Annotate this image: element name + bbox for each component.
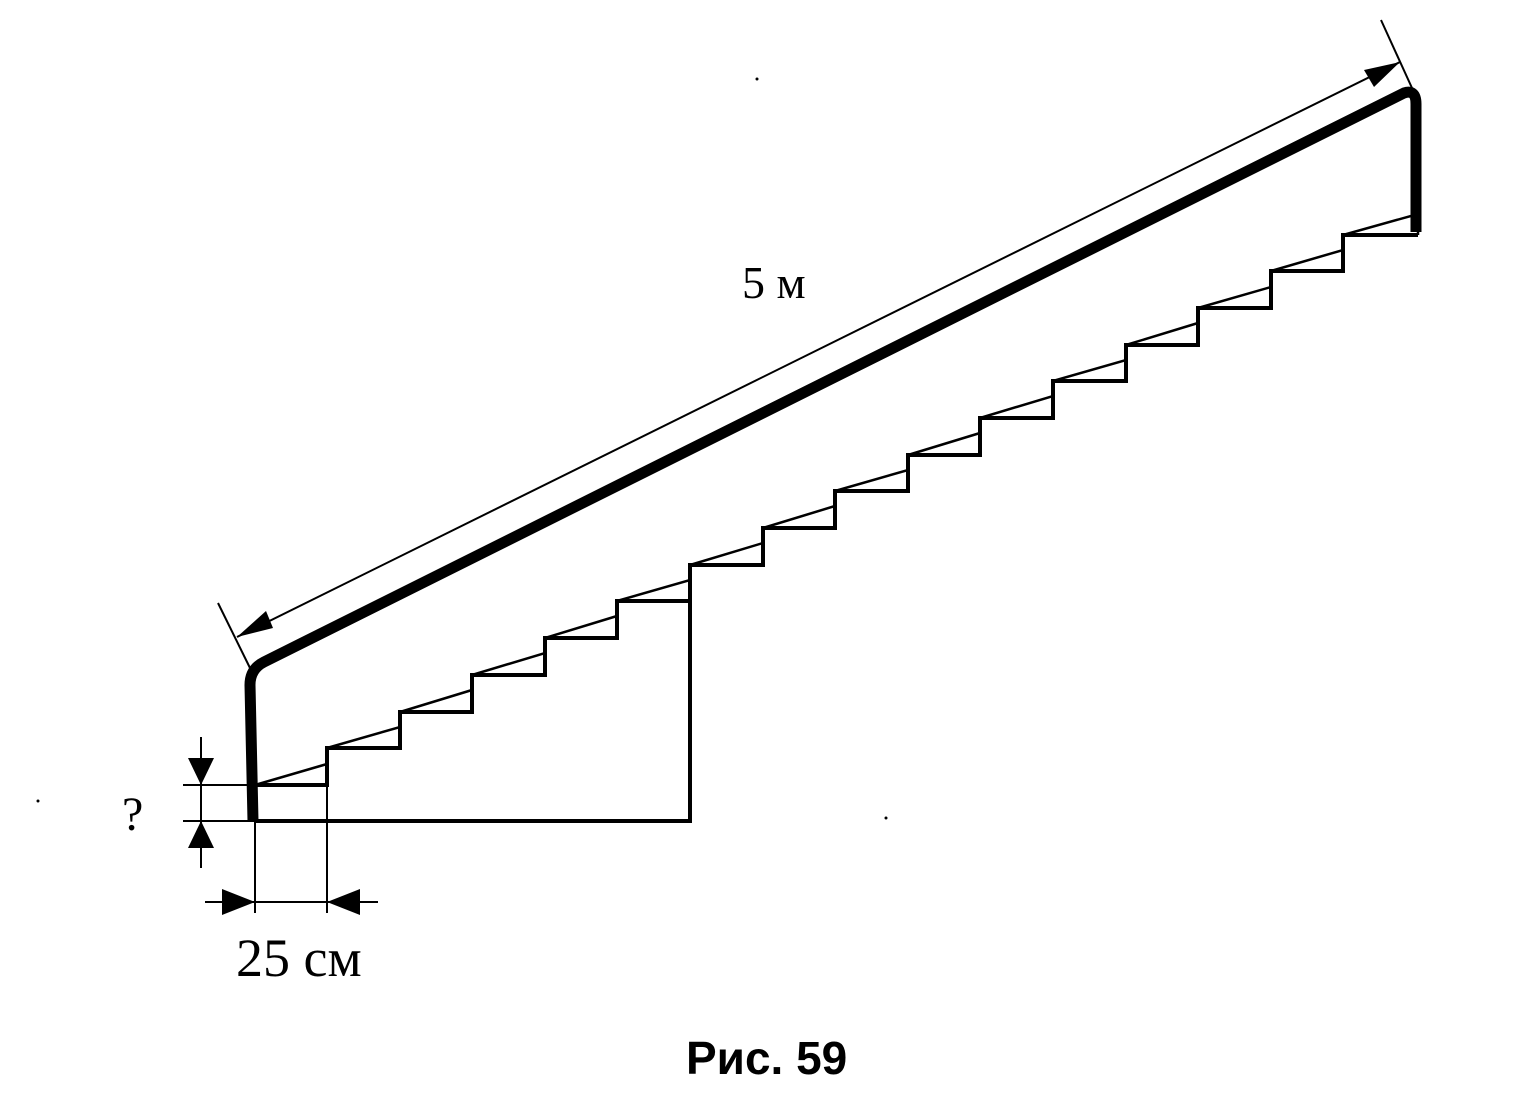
support-frame <box>255 565 692 823</box>
arrowhead-left-icon <box>237 611 273 637</box>
arrow-right-icon <box>222 889 255 915</box>
length-dimension-line <box>236 61 1401 638</box>
speck <box>36 799 40 803</box>
speck <box>884 816 888 820</box>
arrow-left-icon <box>327 889 360 915</box>
arrow-up-icon <box>188 821 214 848</box>
unknown-height-label: ? <box>122 788 143 841</box>
length-label: 5 м <box>742 257 806 308</box>
extension-line-left <box>217 602 251 669</box>
length-dimension: 5 м <box>217 19 1413 669</box>
figure-caption: Рис. 59 <box>686 1032 847 1084</box>
arrowhead-right-icon <box>1364 62 1400 87</box>
tread-label: 25 см <box>236 928 362 988</box>
stringer-rail <box>244 86 1422 822</box>
speck <box>755 77 759 81</box>
height-dimension: ? <box>122 737 255 868</box>
arrow-down-icon <box>188 758 214 785</box>
extension-line-right <box>1380 19 1413 89</box>
tread-dimension: 25 см <box>205 785 378 988</box>
